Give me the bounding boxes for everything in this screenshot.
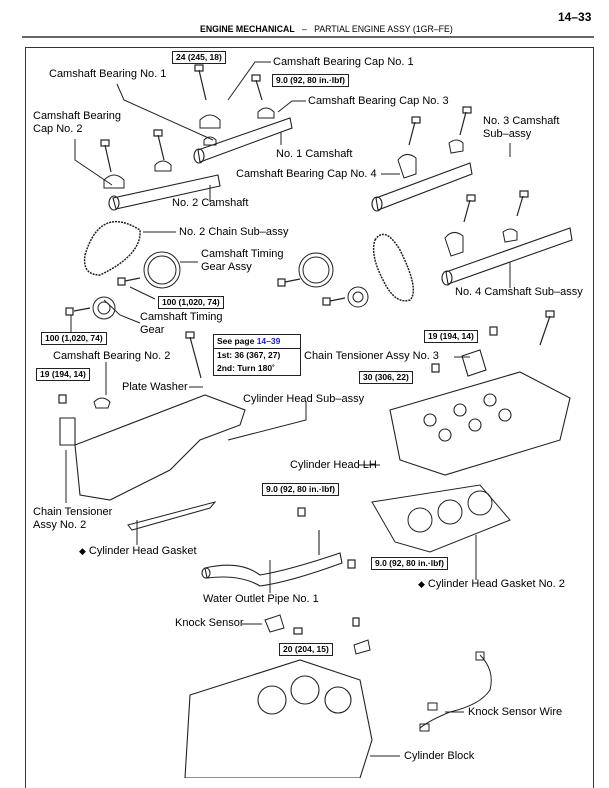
see-page-reference: See page 14–39 (214, 335, 300, 349)
head-bolt-torque-spec-box: See page 14–39 1st: 36 (367, 27) 2nd: Tu… (213, 334, 301, 376)
page-header: ENGINE MECHANICAL – PARTIAL ENGINE ASSY … (200, 24, 453, 35)
see-page-text: See page (217, 336, 255, 346)
label-camshaft-bearing-no1: Camshaft Bearing No. 1 (49, 68, 167, 80)
diagram-frame (25, 47, 594, 788)
torque-spec-water-pipe-bolt: 9.0 (92, 80 in.·lbf) (371, 557, 448, 570)
label-text: Cylinder Head Gasket (88, 545, 197, 557)
gears (92, 251, 369, 320)
label-water-outlet-pipe: Water Outlet Pipe No. 1 (203, 593, 319, 605)
label-line: Sub–assy (483, 128, 532, 140)
label-cylinder-head-sub-assy: Cylinder Head Sub–assy (243, 393, 365, 405)
see-page-link[interactable]: 14–39 (256, 336, 281, 346)
label-plate-washer: Plate Washer (122, 381, 188, 393)
torque-spec-water-pipe-nut: 9.0 (92, 80 in.·lbf) (262, 483, 339, 496)
header-section: ENGINE MECHANICAL (200, 24, 295, 35)
head-bolt-step2: 2nd: Turn 180˚ (217, 363, 275, 373)
label-no1-camshaft: No. 1 Camshaft (276, 148, 353, 160)
label-line: Chain Tensioner (33, 506, 113, 518)
torque-spec-head-lh-bolt: 30 (306, 22) (359, 371, 413, 384)
label-knock-sensor-wire: Knock Sensor Wire (468, 706, 563, 718)
camshafts (108, 117, 573, 286)
torque-spec-knock-sensor-bolt: 20 (204, 15) (279, 643, 333, 656)
label-line: Camshaft Timing (201, 248, 284, 260)
label-camshaft-bearing-cap-no1: Camshaft Bearing Cap No. 1 (273, 56, 414, 68)
label-chain-tensioner-no2: Chain Tensioner Assy No. 2 (33, 506, 112, 532)
label-cylinder-head-gasket-no2: ◆Cylinder Head Gasket No. 2 (418, 578, 565, 591)
torque-spec-tensioner-no2-bolt: 19 (194, 14) (36, 368, 90, 381)
label-camshaft-bearing-cap-no3: Camshaft Bearing Cap No. 3 (308, 95, 449, 107)
label-no4-camshaft-sub-assy: No. 4 Camshaft Sub–assy (455, 286, 583, 298)
torque-spec-timing-gear-assy-bolt: 100 (1,020, 74) (158, 296, 224, 309)
cylinder-heads (59, 349, 571, 501)
label-camshaft-bearing-cap-no4: Camshaft Bearing Cap No. 4 (236, 168, 377, 180)
label-text: Cylinder Head Gasket No. 2 (427, 578, 565, 590)
label-no2-chain-sub-assy: No. 2 Chain Sub–assy (179, 226, 289, 238)
header-separator: – (301, 24, 307, 35)
torque-spec-cap-no3-bolt: 9.0 (92, 80 in.·lbf) (272, 74, 349, 87)
label-line: Cap No. 2 (33, 123, 83, 135)
torque-spec-cap-no1-bolt: 24 (245, 18) (172, 51, 226, 64)
cylinder-block (184, 659, 373, 778)
page-number: 14–33 (558, 10, 592, 24)
timing-chains-and-gears (83, 221, 415, 302)
label-no3-camshaft-sub-assy: No. 3 Camshaft Sub–assy (483, 115, 559, 141)
label-line: Gear Assy (201, 261, 252, 273)
torque-spec-timing-gear-bolt: 100 (1,020, 74) (41, 332, 107, 345)
label-cylinder-head-lh: Cylinder Head LH (290, 459, 377, 471)
head-bolt-step1: 1st: 36 (367, 27) (217, 350, 281, 360)
label-no2-camshaft: No. 2 Camshaft (172, 197, 249, 209)
gaskets (127, 484, 511, 553)
label-chain-tensioner-no3: Chain Tensioner Assy No. 3 (304, 350, 439, 362)
non-reusable-part-icon: ◆ (79, 546, 86, 556)
bearing-caps (93, 107, 518, 409)
header-rule (22, 36, 594, 38)
label-camshaft-bearing-no2: Camshaft Bearing No. 2 (53, 350, 171, 362)
label-camshaft-timing-gear: Camshaft Timing Gear (140, 311, 223, 337)
leader-lines (65, 61, 511, 757)
label-line: Camshaft Bearing (33, 110, 122, 122)
label-line: No. 3 Camshaft (483, 115, 560, 127)
label-camshaft-timing-gear-assy: Camshaft Timing Gear Assy (201, 248, 284, 274)
knock-sensor-parts (264, 614, 492, 732)
bolts (58, 64, 555, 635)
water-outlet-pipe (201, 530, 343, 587)
label-camshaft-bearing-cap-no2: Camshaft Bearing Cap No. 2 (33, 110, 121, 136)
header-subsection: PARTIAL ENGINE ASSY (1GR–FE) (314, 24, 453, 35)
label-cylinder-head-gasket: ◆Cylinder Head Gasket (79, 545, 197, 558)
label-cylinder-block: Cylinder Block (404, 750, 475, 762)
label-knock-sensor: Knock Sensor (175, 617, 244, 629)
torque-spec-tensioner-no3-bolt: 19 (194, 14) (424, 330, 478, 343)
non-reusable-part-icon: ◆ (418, 579, 425, 589)
label-line: Gear (140, 324, 165, 336)
label-line: Assy No. 2 (33, 519, 87, 531)
label-line: Camshaft Timing (140, 311, 223, 323)
